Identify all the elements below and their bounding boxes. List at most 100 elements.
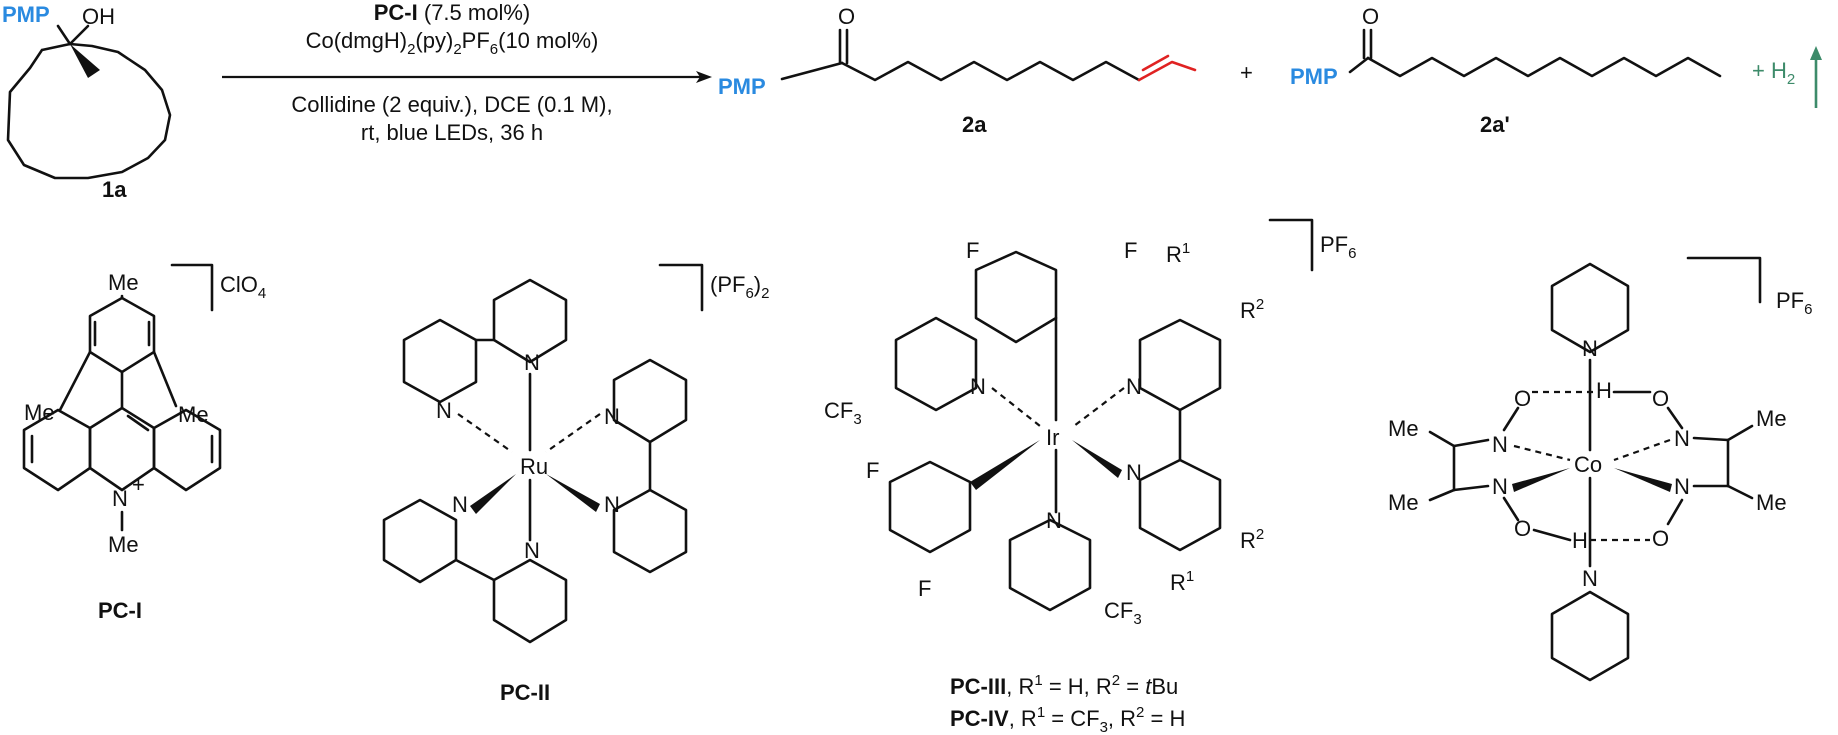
catalyst-pc-ii: (PF6)2 Ru N N N N N N PC-II	[382, 263, 769, 705]
alkene-double-bond	[1141, 54, 1170, 72]
hashed-metal-bond	[545, 413, 601, 453]
wedge-metal-bond	[1512, 468, 1570, 492]
counterion: PF6	[1320, 232, 1356, 262]
bond	[1726, 424, 1754, 442]
catalyst-cobaloxime: PF6 N N Co O N N O Me Me O N N O Me	[1388, 256, 1812, 682]
product-2a-prime: PMP O 2a'	[1290, 4, 1722, 137]
o-label: O	[1514, 386, 1531, 411]
h-label: H	[1596, 378, 1612, 403]
bracket	[170, 263, 214, 312]
counterion: (PF6)2	[710, 272, 769, 302]
n-label: N	[436, 398, 452, 423]
bond	[1666, 406, 1684, 430]
compound-label-1a: 1a	[102, 177, 127, 202]
catalyst-label-pc-i: PC-I	[98, 598, 142, 623]
n-label: N	[1674, 474, 1690, 499]
hashed-wedge	[70, 44, 100, 78]
me-label: Me	[1756, 490, 1787, 515]
f-label: F	[866, 458, 879, 483]
counterion: PF6	[1776, 288, 1812, 318]
bond	[1502, 496, 1520, 522]
reaction-conditions: PC-I (7.5 mol%) Co(dmgH)2(py)2PF6(10 mol…	[222, 0, 712, 145]
compound-label-2a: 2a	[962, 112, 987, 137]
f-label: F	[918, 576, 931, 601]
pyridine-ring-lower	[1008, 518, 1092, 612]
n-label: N	[1582, 336, 1598, 361]
h-label: H	[1572, 528, 1588, 553]
iridium-label: Ir	[1046, 425, 1059, 450]
hashed-metal-bond	[1613, 438, 1671, 462]
compound-label-2a-prime: 2a'	[1480, 112, 1510, 137]
pmp-bond	[56, 24, 72, 46]
bond	[1452, 438, 1490, 448]
condition-line-1: PC-I (7.5 mol%)	[374, 0, 530, 25]
bpy-ring-bottom	[492, 558, 568, 644]
n-label: N	[604, 492, 620, 517]
wedge-metal-bond	[470, 474, 516, 514]
o-label: O	[1652, 526, 1669, 551]
oh-bond	[68, 24, 90, 46]
bpy-ring-low-right	[612, 488, 688, 574]
f-label: F	[1124, 238, 1137, 263]
pmp-label: PMP	[1290, 64, 1338, 89]
caption-pc-iii: PC-III, R1 = H, R2 = tBu	[950, 672, 1178, 699]
n-label: N	[452, 492, 468, 517]
n-label: N	[1492, 474, 1508, 499]
bond	[1428, 430, 1456, 448]
n-label: N	[524, 538, 540, 563]
o-label: O	[1514, 516, 1531, 541]
mesityl-ring	[88, 296, 156, 374]
carbonyl-o-label: O	[838, 4, 855, 29]
cf3-label: CF3	[1104, 598, 1142, 628]
me-label: Me	[1756, 406, 1787, 431]
ruthenium-label: Ru	[520, 454, 548, 479]
bond	[1428, 488, 1456, 502]
n-label: N	[1674, 426, 1690, 451]
bond	[780, 61, 844, 81]
hashed-metal-bond	[457, 413, 513, 453]
h2-label: + H2	[1752, 58, 1795, 88]
n-label: N	[1126, 460, 1142, 485]
bond	[58, 350, 92, 412]
condition-line-2: Co(dmgH)2(py)2PF6(10 mol%)	[306, 28, 599, 58]
n-label: N	[604, 404, 620, 429]
wedge-metal-bond	[1072, 440, 1122, 478]
bracket	[1686, 256, 1762, 304]
bond	[1348, 56, 1370, 74]
difluorophenyl-ring-top	[974, 250, 1058, 344]
pyridine-top	[1550, 262, 1630, 354]
bpy-ring-upper	[1138, 318, 1222, 412]
acridinium-left-ring	[22, 408, 92, 492]
n-label: N	[1492, 432, 1508, 457]
pmp-label: PMP	[2, 2, 50, 27]
n-label: N	[1126, 374, 1142, 399]
carbonyl-o-label: O	[1362, 4, 1379, 29]
catalyst-pc-i: ClO4 Me Me Me N + Me PC-I	[22, 263, 266, 623]
bond	[1532, 528, 1572, 542]
oh-label: OH	[82, 4, 115, 29]
r2-label: R2	[1240, 526, 1264, 553]
condition-line-3: Collidine (2 equiv.), DCE (0.1 M),	[291, 92, 612, 117]
n-label: N	[1046, 508, 1062, 533]
wedge-metal-bond	[1614, 468, 1672, 492]
bpy-ring-low-left	[382, 498, 458, 584]
bond	[1692, 436, 1730, 442]
bond	[1726, 484, 1754, 500]
me-label: Me	[1388, 490, 1419, 515]
terminal-alkene	[1137, 60, 1197, 82]
bpy-ring-lower	[1138, 458, 1222, 552]
me-top-label: Me	[108, 270, 139, 295]
bracket	[658, 263, 704, 312]
product-2a: PMP O 2a	[718, 4, 1197, 137]
hashed-metal-bond	[1513, 444, 1571, 462]
pyridine-bottom	[1550, 590, 1630, 682]
arrow-head-icon	[696, 71, 712, 83]
wedge-metal-bond	[546, 474, 600, 512]
hashed-metal-bond	[1073, 387, 1125, 427]
bond	[1452, 484, 1490, 492]
up-arrow-icon	[1810, 46, 1822, 60]
me-n-label: Me	[108, 532, 139, 557]
difluorophenyl-ring-bottom	[888, 460, 972, 554]
me-label: Me	[1388, 416, 1419, 441]
n-label: N	[112, 486, 128, 511]
